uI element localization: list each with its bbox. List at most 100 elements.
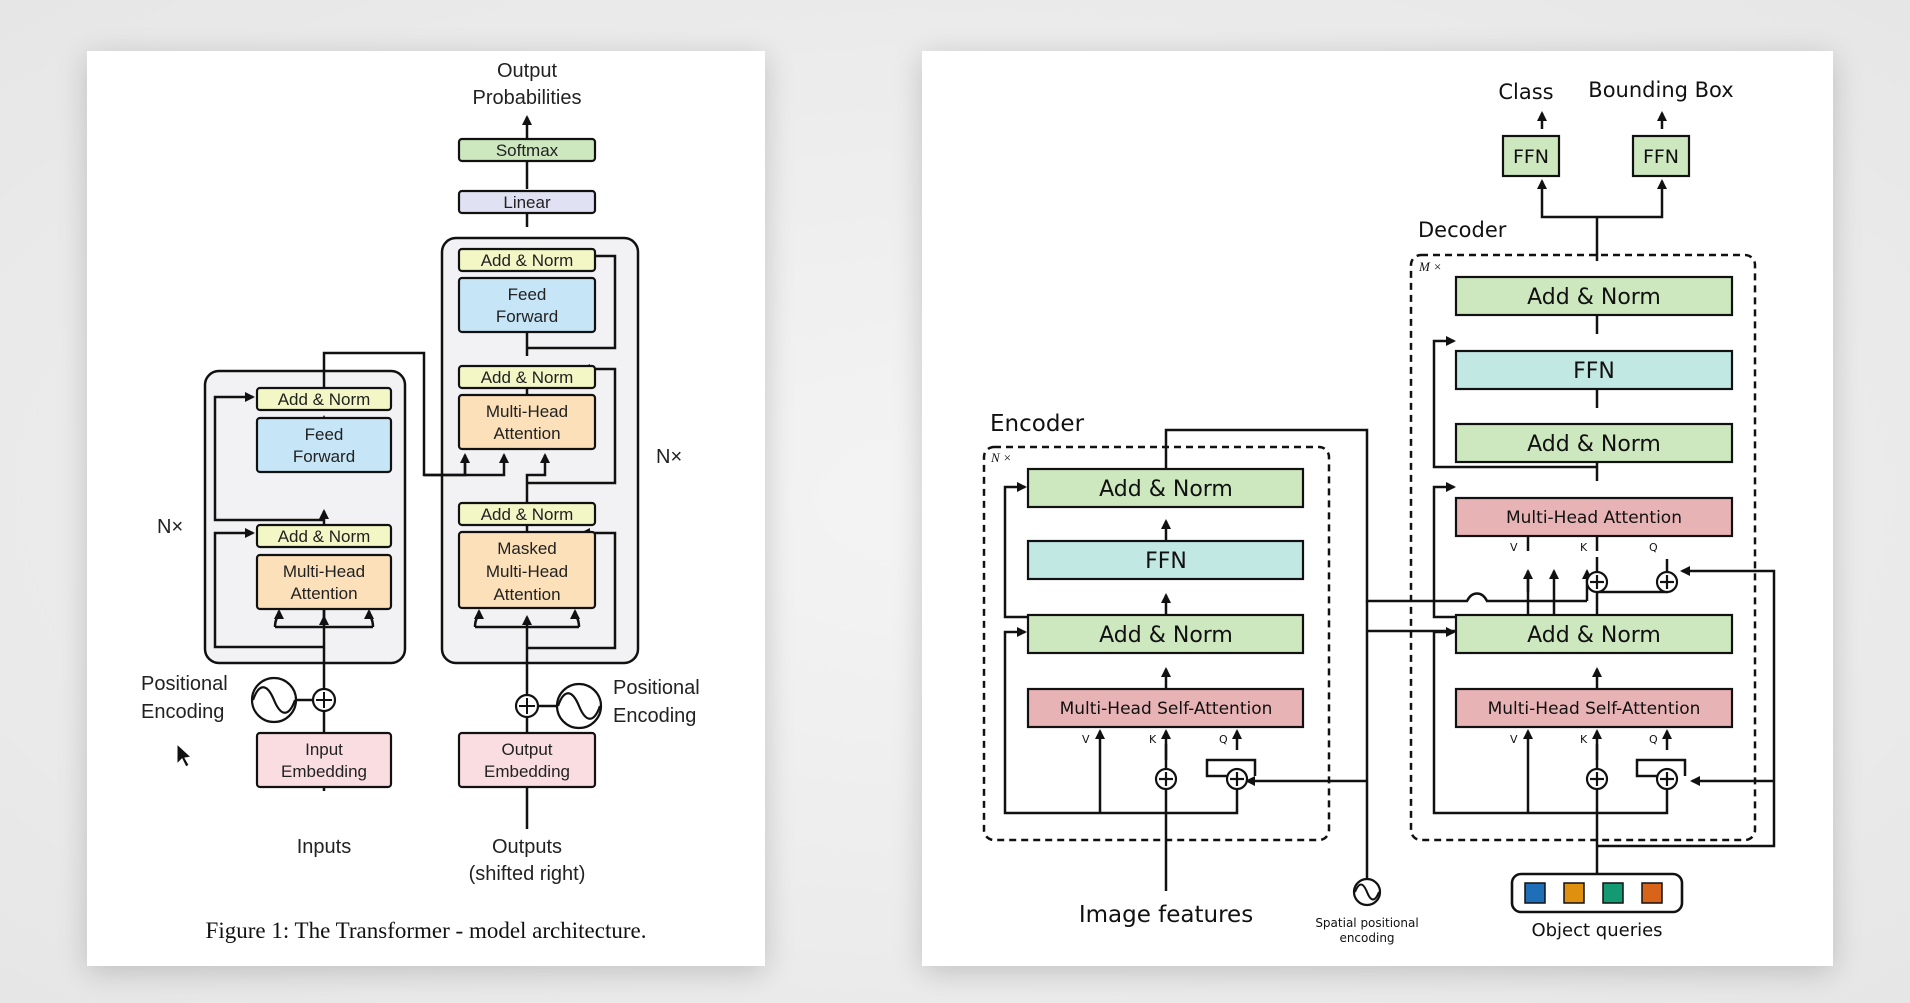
- enc-q-label: Q: [1219, 733, 1228, 746]
- input-embedding-box: Input Embedding: [255, 731, 393, 789]
- encoder-add-norm-bottom: Add & Norm: [1026, 613, 1305, 655]
- decoder-cross-attention: Multi-Head Attention: [1454, 496, 1734, 538]
- positional-encoding-icon: [555, 682, 603, 730]
- encoder-block: [203, 369, 407, 665]
- svg-text:Add & Norm: Add & Norm: [1099, 477, 1233, 502]
- encoder-positional-label: Positional: [141, 673, 228, 695]
- svg-text:Attention: Attention: [290, 584, 357, 603]
- spatial-encoding-icon: [1352, 877, 1382, 907]
- adder-icon: [1585, 570, 1609, 594]
- enc-k-label: K: [1149, 733, 1157, 746]
- image-features-label: Image features: [1079, 902, 1253, 928]
- svg-text:Multi-Head Self-Attention: Multi-Head Self-Attention: [1060, 699, 1273, 719]
- decoder-multi-head-attention: Multi-Head Attention: [457, 393, 597, 451]
- dec-k-label-1: K: [1580, 541, 1588, 554]
- svg-text:Multi-Head Self-Attention: Multi-Head Self-Attention: [1488, 699, 1701, 719]
- decoder-mx-label: M ×: [1418, 259, 1442, 274]
- bbox-ffn: FFN: [1631, 134, 1691, 178]
- encoder-nx-label: N ×: [990, 450, 1012, 465]
- svg-text:Forward: Forward: [293, 447, 355, 466]
- transformer-diagram: Add & Norm Feed Forward Add & Norm Multi…: [141, 60, 700, 943]
- linear-box: Linear: [457, 189, 597, 215]
- encoder-add-norm-bottom: Add & Norm: [255, 523, 393, 549]
- object-query-swatch: [1524, 882, 1546, 904]
- encoder-nx-label: N×: [157, 516, 183, 538]
- svg-text:Add & Norm: Add & Norm: [1527, 285, 1661, 310]
- encoder-positional-label-2: Encoding: [141, 701, 224, 723]
- spatial-pe-label: Spatial positional: [1315, 916, 1418, 930]
- adder-icon: [1585, 767, 1609, 791]
- adder-icon: [1655, 767, 1679, 791]
- class-label: Class: [1498, 80, 1553, 104]
- svg-text:Add & Norm: Add & Norm: [278, 390, 371, 409]
- decoder-self-attention: Multi-Head Self-Attention: [1454, 687, 1734, 729]
- svg-text:FFN: FFN: [1145, 549, 1187, 574]
- decoder-nx-label: N×: [656, 446, 682, 468]
- decoder-add-norm-1: Add & Norm: [1454, 613, 1734, 655]
- svg-text:Embedding: Embedding: [281, 762, 367, 781]
- encoder-ffn: FFN: [1026, 539, 1305, 581]
- decoder-positional-label-2: Encoding: [613, 705, 696, 727]
- softmax-box: Softmax: [457, 137, 597, 163]
- decoder-add-norm-3: Add & Norm: [457, 247, 597, 273]
- encoder-adder: [311, 687, 337, 713]
- inputs-label: Inputs: [297, 836, 351, 858]
- svg-text:Embedding: Embedding: [484, 762, 570, 781]
- encoder-self-attention: Multi-Head Self-Attention: [1026, 687, 1305, 729]
- decoder-positional-label: Positional: [613, 677, 700, 699]
- detr-diagram: Add & Norm FFN Add & Norm Multi-Head Sel…: [982, 78, 1776, 945]
- encoder-add-norm-top: Add & Norm: [1026, 467, 1305, 509]
- svg-text:Multi-Head: Multi-Head: [486, 562, 568, 581]
- dec-k-label-2: K: [1580, 733, 1588, 746]
- svg-text:Linear: Linear: [503, 193, 551, 212]
- output-probabilities-label: Output: [497, 60, 557, 82]
- svg-text:Add & Norm: Add & Norm: [1099, 623, 1233, 648]
- adder-icon: [1154, 767, 1178, 791]
- encoder-feed-forward: Feed Forward: [255, 416, 393, 474]
- svg-text:FFN: FFN: [1573, 359, 1615, 384]
- decoder-adder: [514, 693, 540, 719]
- output-probabilities-label-2: Probabilities: [473, 87, 582, 109]
- output-embedding-box: Output Embedding: [457, 731, 597, 789]
- svg-text:Input: Input: [305, 740, 343, 759]
- decoder-ffn: FFN: [1454, 349, 1734, 391]
- object-queries-label: Object queries: [1531, 920, 1662, 941]
- dec-q-label-2: Q: [1649, 733, 1658, 746]
- svg-text:Output: Output: [501, 740, 552, 759]
- svg-text:Feed: Feed: [305, 425, 344, 444]
- object-queries-box: [1510, 872, 1684, 914]
- svg-text:Softmax: Softmax: [496, 141, 559, 160]
- figure-caption: Figure 1: The Transformer - model archit…: [206, 918, 647, 943]
- outputs-shifted-label: (shifted right): [469, 863, 586, 885]
- transformer-figure: Add & Norm Feed Forward Add & Norm Multi…: [87, 51, 765, 966]
- object-query-swatch: [1641, 882, 1663, 904]
- spatial-pe-label-2: encoding: [1339, 931, 1394, 945]
- svg-text:Add & Norm: Add & Norm: [481, 368, 574, 387]
- decoder-add-norm-2: Add & Norm: [457, 364, 597, 390]
- object-query-swatch: [1602, 882, 1624, 904]
- decoder-add-norm-2: Add & Norm: [1454, 422, 1734, 464]
- decoder-add-norm-1: Add & Norm: [457, 501, 597, 527]
- adder-icon: [1655, 570, 1679, 594]
- dec-v-label-2: V: [1510, 733, 1518, 746]
- encoder-label: Encoder: [990, 411, 1085, 437]
- svg-text:Add & Norm: Add & Norm: [481, 251, 574, 270]
- decoder-label: Decoder: [1418, 218, 1507, 242]
- detr-figure: Add & Norm FFN Add & Norm Multi-Head Sel…: [922, 51, 1833, 966]
- dec-v-label-1: V: [1510, 541, 1518, 554]
- object-query-swatch: [1563, 882, 1585, 904]
- positional-encoding-icon: [250, 676, 298, 724]
- svg-text:Multi-Head Attention: Multi-Head Attention: [1506, 508, 1682, 528]
- svg-text:FFN: FFN: [1513, 146, 1549, 168]
- decoder-masked-attention: Masked Multi-Head Attention: [457, 530, 597, 610]
- encoder-multi-head-attention: Multi-Head Attention: [255, 553, 393, 611]
- svg-text:Multi-Head: Multi-Head: [283, 562, 365, 581]
- decoder-feed-forward: Feed Forward: [457, 276, 597, 334]
- svg-text:Attention: Attention: [493, 424, 560, 443]
- bounding-box-label: Bounding Box: [1588, 78, 1733, 102]
- mouse-cursor-icon: [176, 742, 193, 768]
- enc-v-label: V: [1082, 733, 1090, 746]
- decoder-frame: [1409, 253, 1757, 842]
- encoder-add-norm-top: Add & Norm: [255, 386, 393, 412]
- dec-q-label-1: Q: [1649, 541, 1658, 554]
